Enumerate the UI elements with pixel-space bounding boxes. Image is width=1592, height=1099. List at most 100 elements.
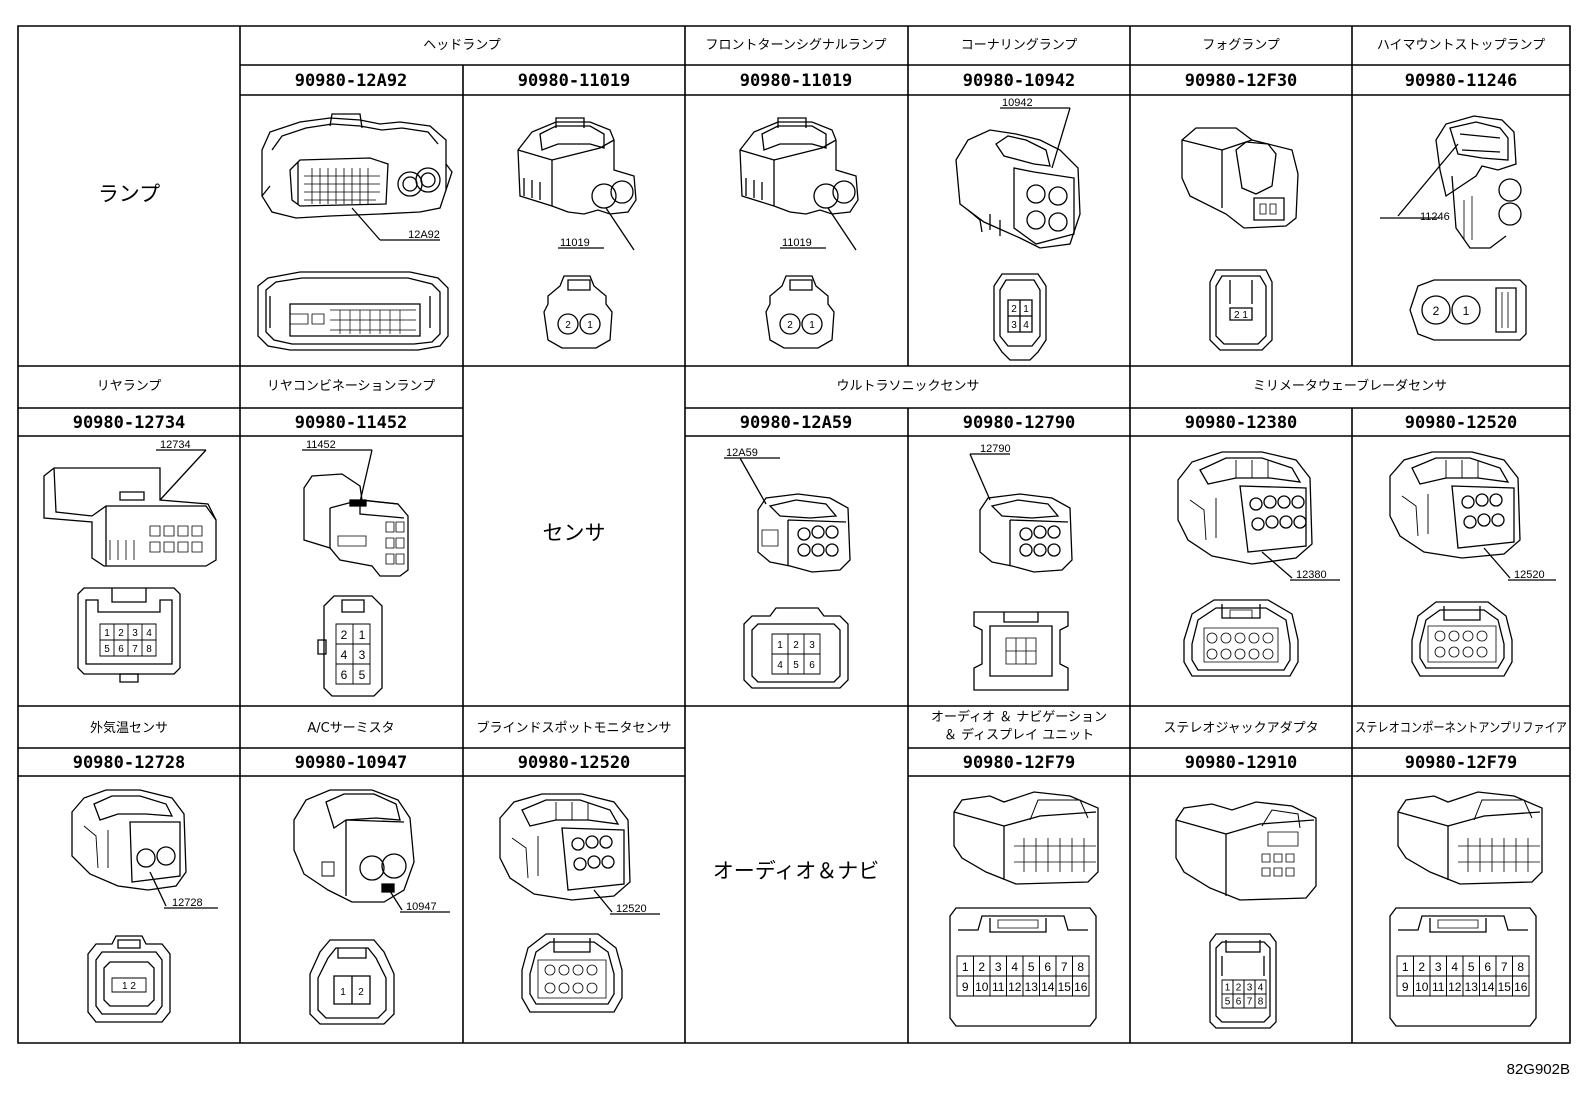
pin-label: 8 bbox=[146, 644, 152, 655]
pin-label: 2 bbox=[118, 628, 124, 639]
pin-label: 1 bbox=[587, 320, 593, 331]
callout-10942: 10942 bbox=[1002, 97, 1033, 109]
part-number: 90980-11019 bbox=[740, 71, 853, 91]
pin-cell bbox=[1513, 976, 1530, 996]
pin-label: 13 bbox=[1025, 980, 1039, 994]
pin-label: 1 bbox=[359, 628, 366, 642]
pin-label: 4 bbox=[1258, 982, 1264, 993]
pin-label: 1 bbox=[777, 640, 783, 651]
callout-12A92: 12A92 bbox=[408, 229, 440, 241]
part-number: 90980-12F30 bbox=[1185, 71, 1298, 91]
pin-label: 1 bbox=[340, 987, 346, 998]
connector-90980-12A59: 12A59 1 2 3 4 5 6 bbox=[724, 447, 850, 688]
callout-12520: 12520 bbox=[1514, 569, 1545, 581]
pin-label: 3 bbox=[1435, 960, 1442, 974]
section-label-lamp: ランプ bbox=[98, 182, 160, 206]
pin-label: 2 bbox=[358, 987, 364, 998]
pin-label: 12 bbox=[1008, 980, 1022, 994]
pin-label: 7 bbox=[1501, 960, 1508, 974]
pin-label: 5 bbox=[104, 644, 110, 655]
category-stereo-jack: ステレオジャックアダプタ bbox=[1163, 721, 1318, 736]
table-grid bbox=[18, 26, 1570, 1043]
connector-90980-12790: 12790 bbox=[970, 443, 1072, 690]
part-number: 90980-11246 bbox=[1405, 71, 1518, 91]
pin-label: 2 bbox=[787, 320, 793, 331]
connector-90980-11019-turn: 11019 2 1 bbox=[740, 118, 858, 348]
connector-90980-12734: 12734 1 2 3 4 5 6 7 8 bbox=[44, 439, 216, 682]
pin-label: 2 bbox=[978, 960, 985, 974]
part-number: 90980-12F79 bbox=[1405, 753, 1518, 773]
category-audio-nav-display-1: オーディオ ＆ ナビゲーション bbox=[931, 709, 1107, 725]
category-headlamp: ヘッドランプ bbox=[423, 38, 501, 53]
pin-label: 6 bbox=[1484, 960, 1491, 974]
pin-label: 5 bbox=[1028, 960, 1035, 974]
pin-label: 1 bbox=[1463, 304, 1470, 318]
pin-label: 15 bbox=[1058, 980, 1072, 994]
connector-90980-12520-bsm: 12520 bbox=[500, 794, 660, 1012]
connector-90980-12728: 12728 1 2 bbox=[72, 790, 218, 1022]
pin-label: 6 bbox=[809, 660, 815, 671]
callout-11019: 11019 bbox=[560, 237, 590, 249]
connector-90980-12520-radar: 12520 bbox=[1390, 452, 1556, 676]
pin-label: 4 bbox=[1023, 320, 1029, 331]
connector-90980-11452: 11452 2 1 4 3 6 5 bbox=[302, 439, 408, 696]
pin-label: 4 bbox=[777, 660, 783, 671]
callout-11246: 11246 bbox=[1420, 211, 1450, 223]
part-number: 90980-12910 bbox=[1185, 753, 1298, 773]
pin-label: 10 bbox=[975, 980, 989, 994]
part-number: 90980-12F79 bbox=[963, 753, 1076, 773]
pin-label: 2 bbox=[1418, 960, 1425, 974]
pin-label: 15 bbox=[1498, 980, 1512, 994]
category-rear-combination: リヤコンビネーションランプ bbox=[267, 379, 435, 394]
category-outside-temp: 外気温センサ bbox=[90, 720, 168, 736]
part-number: 90980-12520 bbox=[518, 753, 631, 773]
pin-label: 2 bbox=[1236, 982, 1242, 993]
callout-10947: 10947 bbox=[406, 901, 437, 913]
connector-90980-12F30: 2 1 bbox=[1182, 128, 1298, 350]
part-number: 90980-12734 bbox=[73, 413, 186, 433]
pin-label: 8 bbox=[1517, 960, 1524, 974]
pin-label: 3 bbox=[809, 640, 815, 651]
pin-label: 2 bbox=[565, 320, 571, 331]
category-cornering: コーナリングランプ bbox=[961, 38, 1078, 53]
pin-label: 1 bbox=[1402, 960, 1409, 974]
part-number: 90980-12520 bbox=[1405, 413, 1518, 433]
pin-label: 12 bbox=[1448, 980, 1462, 994]
pin-label: 14 bbox=[1041, 980, 1055, 994]
part-number: 90980-12A59 bbox=[740, 413, 853, 433]
pin-label: 1 bbox=[962, 960, 969, 974]
pin-label: 5 bbox=[359, 668, 366, 682]
pin-label: 11 bbox=[992, 980, 1005, 994]
pin-label: 8 bbox=[1258, 996, 1264, 1007]
pin-label: 9 bbox=[962, 980, 969, 994]
callout-11019: 11019 bbox=[782, 237, 812, 249]
category-high-mount-stop: ハイマウントストップランプ bbox=[1377, 38, 1545, 53]
pin-label: 4 bbox=[1451, 960, 1458, 974]
connector-90980-10947: 10947 1 2 bbox=[294, 790, 450, 1024]
pin-label: 6 bbox=[118, 644, 124, 655]
pin-label: 1 bbox=[104, 628, 110, 639]
pin-label: 8 bbox=[1077, 960, 1084, 974]
connector-90980-12380: 12380 bbox=[1178, 452, 1340, 676]
pin-label: 3 bbox=[1011, 320, 1017, 331]
pin-label: 2 bbox=[1011, 304, 1017, 315]
pin-label: 2 bbox=[341, 628, 348, 642]
pin-label: 13 bbox=[1465, 980, 1479, 994]
callout-12790: 12790 bbox=[980, 443, 1011, 455]
part-number: 90980-12790 bbox=[963, 413, 1076, 433]
pin-label: 4 bbox=[146, 628, 152, 639]
section-label-sensor: センサ bbox=[543, 521, 606, 545]
pin-label: 2 bbox=[1433, 304, 1440, 318]
pin-label: 3 bbox=[995, 960, 1002, 974]
pin-label: 5 bbox=[1468, 960, 1475, 974]
pin-label: 3 bbox=[132, 628, 138, 639]
section-label-audio-navi: オーディオ＆ナビ bbox=[713, 859, 880, 883]
callout-12A59: 12A59 bbox=[726, 447, 758, 459]
pin-label: 2 bbox=[793, 640, 799, 651]
category-stereo-component-amp: ステレオコンポーネントアンプリファイア bbox=[1355, 721, 1567, 736]
pin-label: 4 bbox=[1011, 960, 1018, 974]
pin-cell bbox=[1073, 976, 1090, 996]
